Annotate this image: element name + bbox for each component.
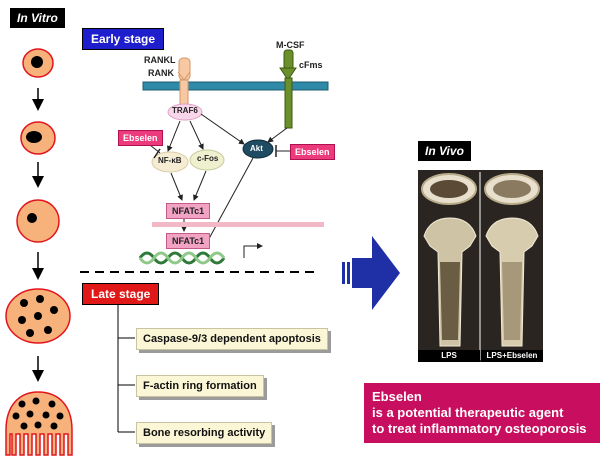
rankl-label: RANKL xyxy=(144,55,176,65)
cell-membrane xyxy=(142,81,329,91)
akt-label: Akt xyxy=(250,144,263,153)
arrow-akt-dna xyxy=(204,157,254,247)
nuclear-membrane xyxy=(152,222,324,227)
big-blue-arrow xyxy=(342,236,400,310)
lps-marrow xyxy=(440,262,460,340)
rank-label: RANK xyxy=(148,68,174,78)
lps-ebselen-caption: LPS+Ebselen xyxy=(481,350,543,362)
akt-node xyxy=(242,139,274,159)
mcsf-label: M-CSF xyxy=(276,40,305,50)
arrow-cfos-nfatc1 xyxy=(193,170,207,201)
conclusion-line-2: is a potential therapeutic agent xyxy=(372,405,564,420)
effect-bone-resorption: Bone resorbing activity xyxy=(136,422,273,444)
dna-helix xyxy=(138,251,226,265)
conclusion-box: Ebselen is a potential therapeutic agent… xyxy=(364,383,600,443)
mononuclear-cell xyxy=(20,121,56,155)
conclusion-line-3: to treat inflammatory osteoporosis xyxy=(372,421,587,436)
precursor-cell xyxy=(22,48,54,78)
arrow-traf6-cfos xyxy=(189,120,204,150)
arrow-nfkb-nfatc1 xyxy=(170,172,183,201)
traf6-label: TRAF6 xyxy=(172,106,198,115)
arrow-traf6-akt xyxy=(200,113,245,145)
cfos-label: c-Fos xyxy=(197,154,219,163)
in-vivo-label: In Vivo xyxy=(418,141,471,161)
lps-caption: LPS xyxy=(418,350,480,362)
lps-cortex-hole xyxy=(430,180,468,198)
preosteoclast-cell xyxy=(16,199,60,243)
ebselen-marrow xyxy=(502,262,522,340)
nfkb-node xyxy=(151,151,189,173)
late-stage-label: Late stage xyxy=(82,283,160,305)
arrow-cfms-akt xyxy=(267,127,288,143)
traf6-node xyxy=(167,103,203,121)
cfms-receptor xyxy=(279,49,297,129)
effect-actin-ring: F-actin ring formation xyxy=(136,375,264,397)
arrow-traf6-nfkb xyxy=(167,120,181,152)
cfms-label: cFms xyxy=(299,60,323,70)
inhibit-nfkb-bar xyxy=(153,148,161,159)
nfkb-label: NF-κB xyxy=(158,156,182,165)
conclusion-line-1: Ebselen xyxy=(372,389,422,404)
early-stage-label: Early stage xyxy=(82,28,165,50)
in-vitro-label: In Vitro xyxy=(10,8,65,28)
transcription-start-arrow xyxy=(243,243,263,258)
rank-receptor xyxy=(177,57,191,107)
ebselen-inhibitor-nfkb: Ebselen xyxy=(118,130,163,146)
mature-osteoclast xyxy=(5,391,73,456)
ebselen-trabecular xyxy=(493,180,531,198)
effect-apoptosis: Caspase-9/3 dependent apoptosis xyxy=(136,328,328,350)
microct-panel xyxy=(418,170,543,362)
cfos-node xyxy=(189,149,225,171)
ebselen-inhibitor-akt: Ebselen xyxy=(290,144,335,160)
nfatc1-cytoplasm: NFATc1 xyxy=(166,203,211,219)
nfatc1-nucleus: NFATc1 xyxy=(166,233,211,249)
multinucleated-cell xyxy=(5,288,71,344)
